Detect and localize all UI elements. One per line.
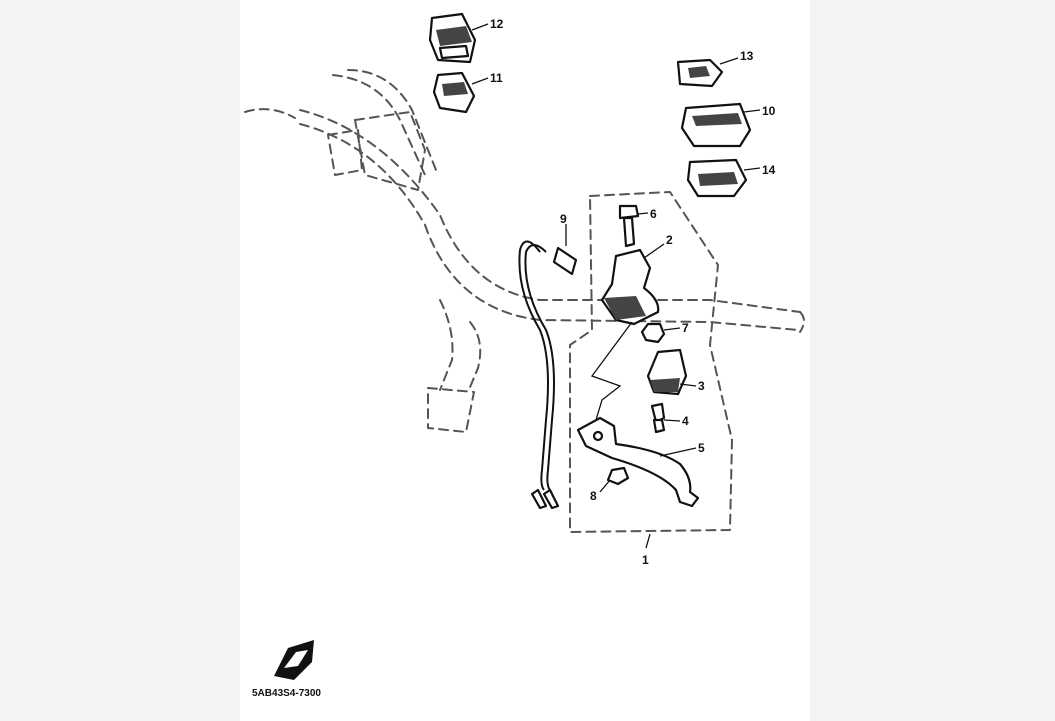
callout-10: 10 (762, 104, 776, 118)
callout-13: 13 (740, 49, 754, 63)
part-5-clutch-lever (576, 416, 700, 508)
diagram-sheet: 1 2 3 4 5 6 7 8 9 10 11 12 13 14 5AB43S4… (240, 0, 810, 721)
callout-5: 5 (698, 441, 705, 455)
callout-1: 1 (642, 553, 649, 567)
corner-mark-icon (274, 640, 314, 680)
part-9-clutch-switch-cable (518, 224, 578, 510)
drawing-code: 5AB43S4-7300 (252, 688, 321, 699)
part-13-switch-knob (676, 57, 739, 88)
callout-4: 4 (682, 414, 689, 428)
part-12-switch-cover (428, 12, 489, 64)
part-10-switch-body (680, 102, 761, 148)
part-3-bracket (646, 348, 697, 396)
part-8-nut (599, 466, 630, 493)
callout-6: 6 (650, 207, 657, 221)
callout-3: 3 (698, 379, 705, 393)
part-1-leader (645, 533, 651, 549)
callout-9: 9 (560, 212, 567, 226)
callout-14: 14 (762, 163, 776, 177)
part-6-bolt (618, 204, 649, 248)
part-2-lever-holder (600, 243, 665, 326)
callout-11: 11 (490, 71, 503, 85)
callout-labels: 1 2 3 4 5 6 7 8 9 10 11 12 13 14 (490, 17, 776, 567)
assembly-path (590, 321, 633, 421)
part-11-switch (432, 71, 489, 114)
part-4-bolt (650, 402, 681, 434)
callout-12: 12 (490, 17, 504, 31)
callout-8: 8 (590, 489, 597, 503)
handlebar-exploded-diagram: 1 2 3 4 5 6 7 8 9 10 11 12 13 14 5AB43S4… (244, 12, 805, 699)
part-7-nut (640, 322, 681, 344)
callout-2: 2 (666, 233, 673, 247)
callout-7: 7 (682, 321, 689, 335)
lever-assembly-boundary (569, 191, 733, 533)
handlebar-outline (244, 69, 805, 433)
part-14-switch-body (686, 158, 761, 198)
